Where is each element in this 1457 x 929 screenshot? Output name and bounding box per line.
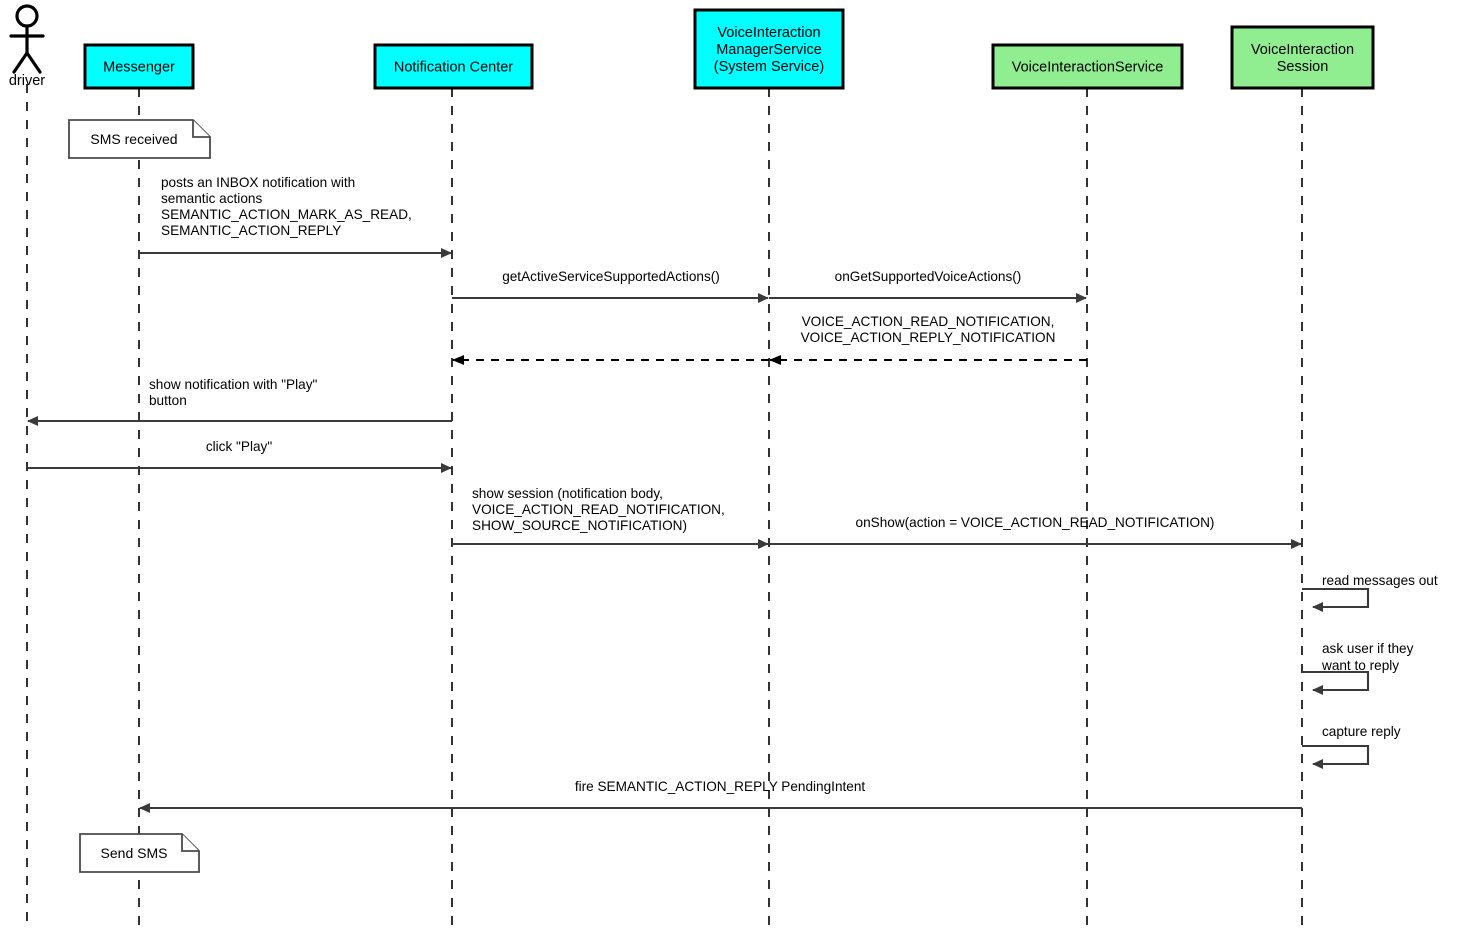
message-label-msg-post-inbox-notification: semantic actions — [161, 191, 262, 206]
self-message-self-capture-reply[interactable]: capture reply — [1302, 724, 1401, 769]
actor-layer: driver — [9, 4, 45, 89]
lifelines-layer — [26, 84, 1303, 929]
participant-label-voiceinteraction-manager-service: ManagerService — [716, 42, 822, 58]
message-label-msg-get-active-service-supported-actions: getActiveServiceSupportedActions() — [502, 269, 720, 284]
participant-box-voiceinteraction-session[interactable] — [1230, 25, 1375, 90]
participant-label-notification-center: Notification Center — [394, 60, 513, 76]
message-msg-show-session[interactable]: show session (notification body,VOICE_AC… — [452, 486, 769, 549]
message-msg-fire-semantic-action-reply-pendingintent[interactable]: fire SEMANTIC_ACTION_REPLY PendingIntent — [139, 779, 1302, 813]
message-label-msg-show-notification-with-play-button: button — [149, 393, 187, 408]
actor-head-icon — [15, 4, 39, 28]
note-body-note-send-sms — [79, 833, 200, 873]
note-body-note-sms-received — [68, 119, 211, 159]
note-label-note-sms-received: SMS received — [90, 131, 177, 147]
self-message-label-self-ask-user-if-they-want-to-reply: ask user if they — [1322, 641, 1414, 656]
self-message-arrow-self-capture-reply — [1302, 744, 1370, 769]
participant-label-voiceinteraction-service: VoiceInteractionService — [1012, 60, 1164, 76]
participant-voiceinteraction-service[interactable]: VoiceInteractionService — [991, 43, 1184, 90]
participant-label-voiceinteraction-manager-service: VoiceInteraction — [717, 25, 820, 41]
actor-leg-left-icon — [12, 51, 29, 74]
participant-box-voiceinteraction-service[interactable] — [991, 43, 1184, 90]
message-label-msg-show-notification-with-play-button: show notification with "Play" — [149, 377, 317, 392]
participant-label-voiceinteraction-session: VoiceInteraction — [1251, 42, 1354, 58]
actor-driver[interactable]: driver — [9, 4, 45, 89]
message-label-msg-show-session: SHOW_SOURCE_NOTIFICATION) — [472, 518, 687, 533]
message-label-msg-post-inbox-notification: posts an INBOX notification with — [161, 175, 355, 190]
message-msg-click-play[interactable]: click "Play" — [27, 439, 452, 473]
self-message-label-self-capture-reply: capture reply — [1322, 724, 1401, 739]
message-label-msg-post-inbox-notification: SEMANTIC_ACTION_REPLY — [161, 223, 341, 238]
participant-label-voiceinteraction-session: Session — [1277, 59, 1329, 75]
message-msg-show-notification-with-play-button[interactable]: show notification with "Play"button — [27, 377, 452, 426]
participant-box-voiceinteraction-manager-service[interactable] — [693, 8, 845, 90]
message-label-msg-on-get-supported-voice-actions: onGetSupportedVoiceActions() — [835, 269, 1022, 284]
note-send-sms[interactable]: Send SMS — [79, 833, 200, 873]
message-label-msg-click-play: click "Play" — [206, 439, 272, 454]
participants-layer: Messenger Notification Center VoiceInterac… — [83, 8, 1375, 90]
message-msg-get-active-service-supported-actions[interactable]: getActiveServiceSupportedActions() — [452, 269, 769, 303]
participant-label-messenger: Messenger — [103, 60, 175, 76]
participant-box-notification-center[interactable] — [373, 43, 534, 90]
message-label-msg-return-voice-actions-to-manager: VOICE_ACTION_REPLY_NOTIFICATION — [801, 330, 1056, 345]
self-message-self-read-messages-out[interactable]: read messages out — [1302, 573, 1438, 612]
note-label-note-send-sms: Send SMS — [101, 845, 168, 861]
note-sms-received[interactable]: SMS received — [68, 119, 211, 159]
message-label-msg-show-session: show session (notification body, — [472, 486, 663, 501]
self-message-arrow-self-read-messages-out — [1302, 587, 1370, 612]
self-message-label-self-ask-user-if-they-want-to-reply: want to reply — [1321, 658, 1399, 673]
self-message-self-ask-user-if-they-want-to-reply[interactable]: ask user if they want to reply — [1302, 641, 1414, 695]
note-fold-icon-note-send-sms — [181, 834, 199, 852]
message-msg-on-get-supported-voice-actions[interactable]: onGetSupportedVoiceActions() — [769, 269, 1087, 303]
participant-label-voiceinteraction-manager-service: (System Service) — [714, 59, 824, 75]
actor-label: driver — [9, 73, 45, 89]
message-label-msg-show-session: VOICE_ACTION_READ_NOTIFICATION, — [472, 502, 725, 517]
message-label-msg-fire-semantic-action-reply-pendingintent: fire SEMANTIC_ACTION_REPLY PendingIntent — [575, 779, 866, 794]
participant-notification-center[interactable]: Notification Center — [373, 43, 534, 90]
message-label-msg-on-show: onShow(action = VOICE_ACTION_READ_NOTIFI… — [856, 515, 1215, 530]
actor-leg-right-icon — [25, 51, 42, 74]
note-fold-icon-note-sms-received — [192, 120, 210, 138]
self-message-arrow-self-ask-user-if-they-want-to-reply — [1302, 670, 1370, 695]
message-msg-post-inbox-notification[interactable]: posts an INBOX notification withsemantic… — [139, 175, 452, 258]
message-msg-return-voice-actions-to-manager[interactable]: VOICE_ACTION_READ_NOTIFICATION,VOICE_ACT… — [769, 314, 1087, 365]
message-msg-on-show[interactable]: onShow(action = VOICE_ACTION_READ_NOTIFI… — [769, 515, 1302, 549]
participant-box-messenger[interactable] — [83, 43, 195, 90]
self-message-label-self-read-messages-out: read messages out — [1322, 573, 1438, 588]
message-label-msg-return-voice-actions-to-manager: VOICE_ACTION_READ_NOTIFICATION, — [802, 314, 1055, 329]
messages-layer: posts an INBOX notification withsemantic… — [27, 175, 1302, 813]
participant-messenger[interactable]: Messenger — [83, 43, 195, 90]
self-messages-layer: read messages out ask user if they want to… — [1302, 573, 1438, 769]
message-label-msg-post-inbox-notification: SEMANTIC_ACTION_MARK_AS_READ, — [161, 207, 412, 222]
